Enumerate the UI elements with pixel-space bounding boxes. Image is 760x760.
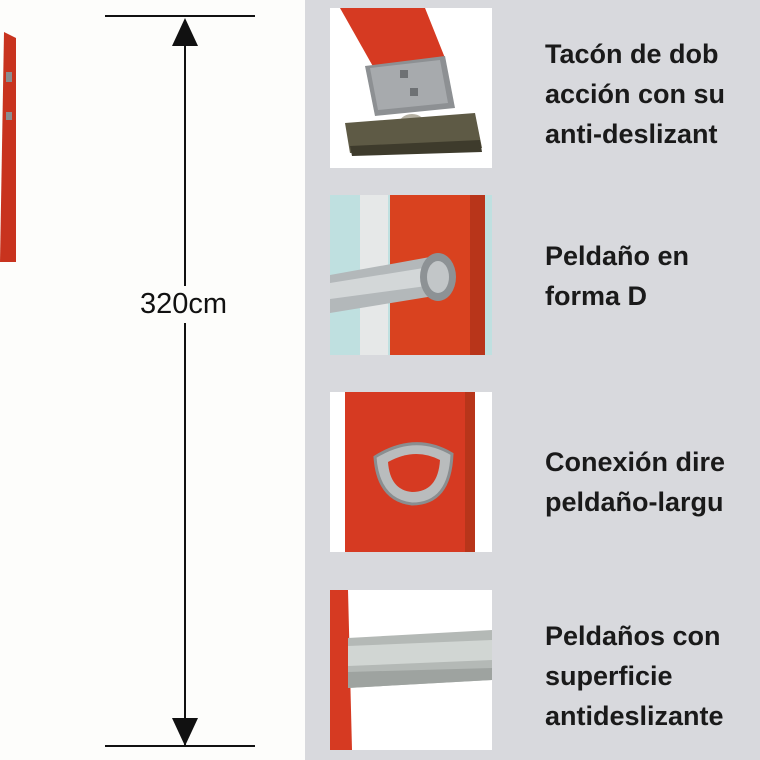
- arrow-up-icon: [172, 18, 198, 46]
- caption-line: antideslizante: [545, 701, 724, 731]
- caption-line: Tacón de dob: [545, 39, 719, 69]
- dimension-top-line: [105, 15, 255, 17]
- antislip-rung-icon: [330, 590, 492, 750]
- height-diagram: 320cm: [0, 0, 305, 760]
- caption-line: anti-deslizant: [545, 119, 718, 149]
- arrow-down-icon: [172, 718, 198, 746]
- rung-connection-icon: [330, 392, 492, 552]
- feature-caption: Peldaño en forma D: [545, 236, 689, 316]
- caption-line: superficie: [545, 661, 673, 691]
- caption-line: Conexión dire: [545, 447, 726, 477]
- caption-line: forma D: [545, 281, 648, 311]
- caption-line: peldaño-largu: [545, 487, 724, 517]
- dimension-line: [184, 20, 186, 746]
- caption-line: acción con su: [545, 79, 726, 109]
- caption-line: Peldaños con: [545, 621, 721, 651]
- ladder-rail-icon: [0, 32, 16, 262]
- feature-caption: Peldaños con superficie antideslizante: [545, 616, 724, 736]
- dimension-label: 320cm: [136, 286, 232, 323]
- dimension-bottom-line: [105, 745, 255, 747]
- caption-line: Peldaño en: [545, 241, 690, 271]
- feature-caption: Tacón de dob acción con su anti-deslizant: [545, 34, 725, 154]
- d-rung-icon: [330, 195, 492, 355]
- foot-pad-icon: [330, 8, 492, 168]
- feature-caption: Conexión dire peldaño-largu: [545, 442, 725, 522]
